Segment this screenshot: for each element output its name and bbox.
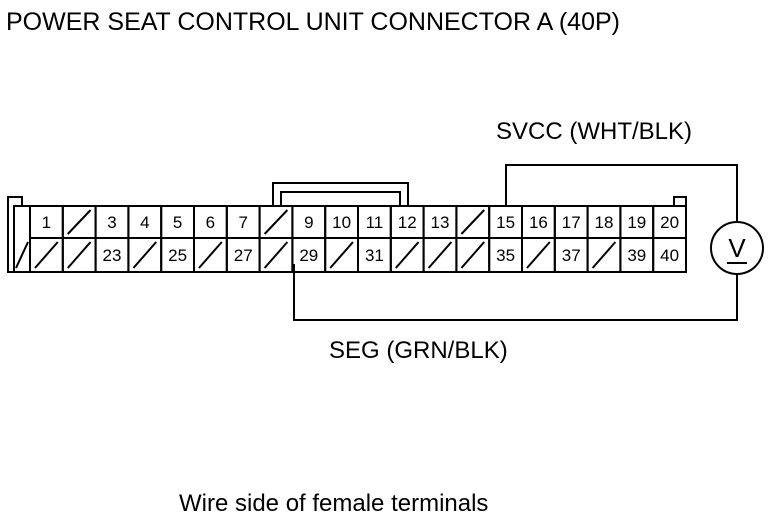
terminal-cavity-bottom-8 — [258, 237, 294, 273]
terminal-cavity-bottom-18 — [586, 237, 622, 273]
empty-cavity-slash — [591, 241, 617, 269]
empty-cavity-slash — [15, 241, 29, 269]
terminal-cavity-top-7: 7 — [225, 205, 261, 239]
terminal-cavity-top-9: 9 — [291, 205, 327, 239]
terminal-cavity-bottom-6 — [193, 237, 228, 273]
terminal-number: 1 — [42, 213, 51, 232]
terminal-number: 29 — [299, 246, 318, 265]
voltmeter-symbol: V — [728, 233, 746, 263]
terminal-cavity-top-16: 16 — [521, 205, 556, 239]
terminal-cavity-bottom-16 — [521, 237, 556, 273]
terminal-number: 18 — [595, 213, 614, 232]
terminal-cavity-bottom-2 — [61, 237, 97, 273]
empty-cavity-slash — [263, 241, 289, 269]
terminal-cavity-top-4: 4 — [127, 205, 163, 239]
connector-housing — [7, 182, 687, 273]
terminal-cavity-bottom-20: 40 — [652, 237, 688, 273]
terminal-cavity-top-1: 1 — [29, 205, 64, 239]
terminal-number: 11 — [366, 213, 384, 232]
terminal-cavity-bottom-14 — [455, 237, 491, 273]
terminal-cavity-bottom-5: 25 — [160, 237, 195, 273]
terminal-number: 12 — [398, 213, 417, 232]
terminal-number: 15 — [496, 213, 515, 232]
terminal-cavity-bottom-1 — [29, 237, 64, 273]
empty-cavity-slash — [395, 241, 420, 269]
terminal-cavity-bottom-4 — [127, 237, 163, 273]
terminal-number: 16 — [529, 213, 548, 232]
seg-wire — [293, 264, 738, 321]
terminal-number: 10 — [332, 213, 351, 232]
voltmeter-icon: V — [710, 221, 764, 275]
terminal-number: 13 — [431, 213, 450, 232]
terminal-cavity-bottom-3: 23 — [94, 237, 130, 273]
terminal-cavity-bottom-7: 27 — [225, 237, 261, 273]
terminal-number: 19 — [627, 213, 646, 232]
terminal-cavity-top-15: 15 — [488, 205, 524, 239]
terminal-cavity-top-19: 19 — [619, 205, 655, 239]
terminal-cavity-bottom-11: 31 — [357, 237, 392, 273]
terminal-cavity-top-20: 20 — [652, 205, 688, 239]
empty-cavity-slash — [460, 241, 485, 269]
terminal-cavity-bottom-9: 29 — [291, 237, 327, 273]
terminal-cavity-top-2 — [61, 205, 97, 239]
empty-cavity-slash — [329, 241, 354, 269]
empty-cavity-slash — [132, 241, 157, 269]
empty-cavity-slash — [34, 241, 59, 269]
terminal-cavity-top-14 — [455, 205, 491, 239]
footer-caption: Wire side of female terminals — [179, 490, 488, 517]
terminal-number: 17 — [562, 213, 581, 232]
terminal-number: 39 — [627, 246, 646, 265]
terminal-cavity-top-8 — [258, 205, 294, 239]
terminal-number: 25 — [168, 246, 187, 265]
empty-cavity-slash — [198, 241, 223, 269]
terminal-number: 23 — [103, 246, 122, 265]
housing-left-wall — [13, 205, 31, 273]
terminal-cavity-bottom-17: 37 — [553, 237, 589, 273]
terminal-cavity-bottom-19: 39 — [619, 237, 655, 273]
terminal-cavity-top-6: 6 — [193, 205, 228, 239]
terminal-cavity-bottom-12 — [389, 237, 425, 273]
terminal-number: 5 — [173, 213, 182, 232]
diagram-title: POWER SEAT CONTROL UNIT CONNECTOR A (40P… — [6, 8, 620, 36]
empty-cavity-slash — [67, 209, 92, 235]
terminal-number: 20 — [660, 213, 679, 232]
svcc-wire-label: SVCC (WHT/BLK) — [496, 118, 692, 145]
terminal-cavity-bottom-13 — [422, 237, 458, 273]
terminal-number: 35 — [496, 246, 515, 265]
connector-latch — [280, 191, 401, 206]
terminal-cavity-top-5: 5 — [160, 205, 195, 239]
terminal-cavity-top-17: 17 — [553, 205, 589, 239]
terminal-number: 40 — [660, 246, 679, 265]
empty-cavity-slash — [460, 209, 485, 235]
terminal-cavity-top-10: 10 — [324, 205, 360, 239]
terminal-number: 6 — [206, 213, 215, 232]
terminal-cavity-top-18: 18 — [586, 205, 622, 239]
empty-cavity-slash — [67, 241, 92, 269]
terminal-number: 9 — [304, 213, 313, 232]
terminal-number: 7 — [238, 213, 247, 232]
terminal-cavity-bottom-15: 35 — [488, 237, 524, 273]
terminal-number: 27 — [234, 246, 253, 265]
empty-cavity-slash — [526, 241, 551, 269]
seg-wire-label: SEG (GRN/BLK) — [329, 337, 508, 364]
terminal-cavity-top-3: 3 — [94, 205, 130, 239]
terminal-number: 4 — [140, 213, 149, 232]
terminal-cavity-top-13: 13 — [422, 205, 458, 239]
terminal-cavity-top-12: 12 — [389, 205, 425, 239]
terminal-cavity-bottom-10 — [324, 237, 360, 273]
terminal-number: 37 — [562, 246, 581, 265]
terminal-number: 3 — [107, 213, 116, 232]
empty-cavity-slash — [263, 209, 289, 235]
terminal-cavity-top-11: 11 — [357, 205, 392, 239]
terminal-number: 31 — [365, 246, 384, 265]
empty-cavity-slash — [427, 241, 453, 269]
svcc-wire — [505, 164, 738, 222]
